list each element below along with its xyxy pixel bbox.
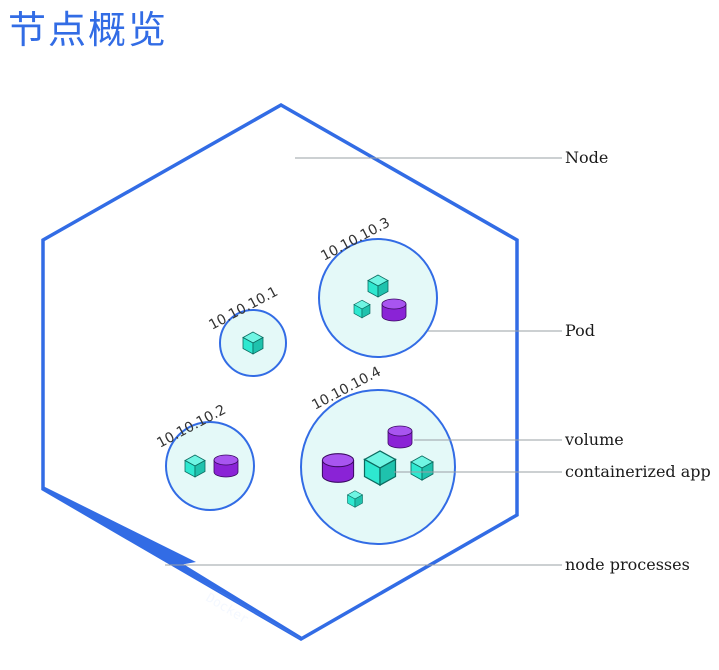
node-hexagon xyxy=(41,102,519,642)
pod-label: Pod xyxy=(565,321,595,340)
kubelet-band xyxy=(43,486,196,566)
containerized-app-label: containerized app xyxy=(565,462,711,481)
volume-label: volume xyxy=(564,430,624,449)
page-title: 节点概览 xyxy=(8,8,169,52)
node-label: Node xyxy=(565,148,608,167)
node-processes-label: node processes xyxy=(565,555,690,574)
